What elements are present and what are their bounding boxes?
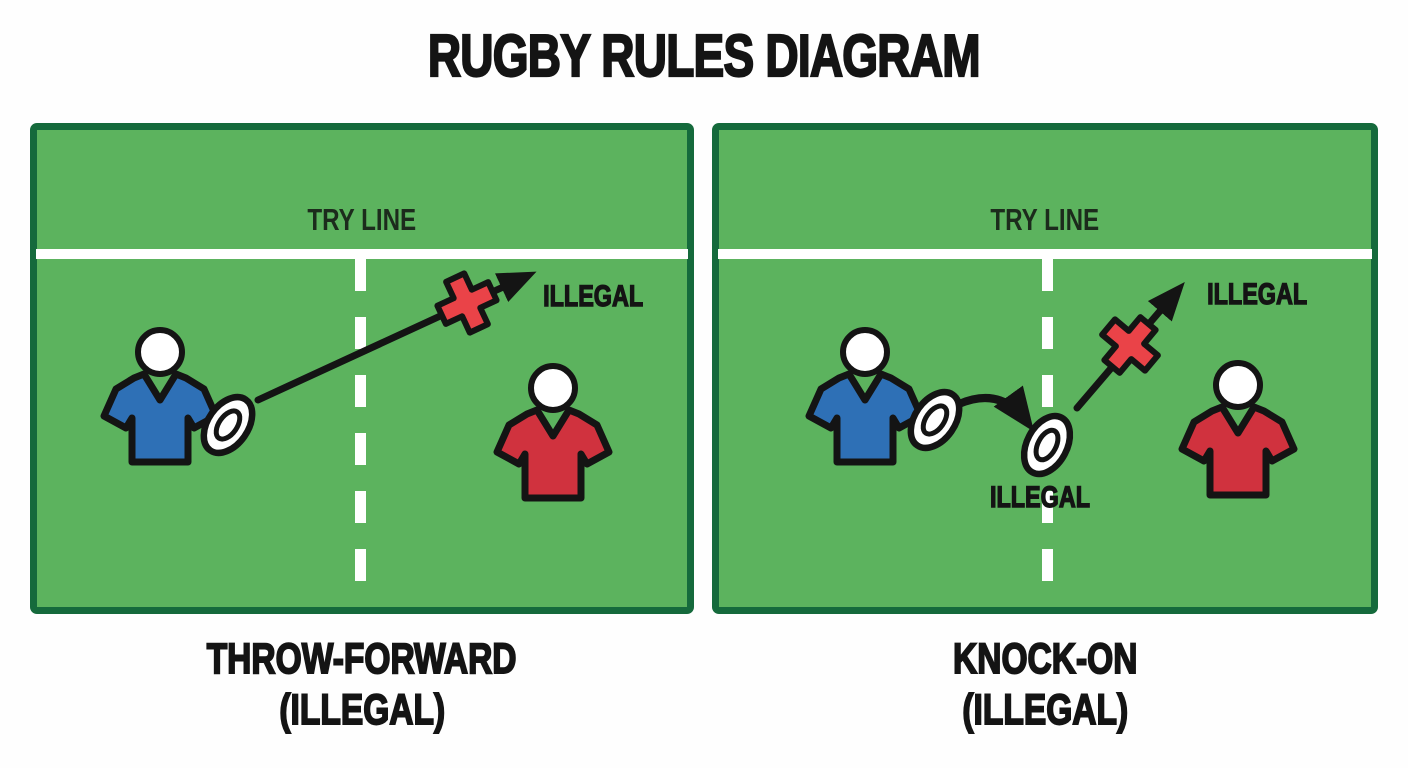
panel-throw-forward: TRY LINE bbox=[30, 123, 694, 614]
red-cross-icon bbox=[1099, 314, 1161, 376]
caption-knock-on: KNOCK-ON (ILLEGAL) bbox=[712, 634, 1378, 736]
blue-player-icon bbox=[805, 327, 925, 466]
player-head bbox=[840, 327, 890, 377]
panel-knock-on: TRY LINE bbox=[712, 123, 1378, 614]
page-title-text: RUGBY RULES DIAGRAM bbox=[427, 22, 981, 90]
try-line-label: TRY LINE bbox=[307, 202, 417, 237]
player-shirt bbox=[100, 370, 220, 466]
illegal-knock-label: ILLEGAL bbox=[989, 480, 1091, 514]
player-shirt bbox=[1178, 403, 1298, 499]
knock-on-scene bbox=[805, 282, 1298, 499]
red-player-icon bbox=[1178, 360, 1298, 499]
player-shirt bbox=[493, 406, 613, 502]
illegal-label: ILLEGAL bbox=[1207, 277, 1308, 311]
dropped-rugby-ball-icon bbox=[1020, 412, 1074, 478]
red-cross-icon bbox=[434, 270, 500, 336]
red-player-icon bbox=[493, 363, 613, 502]
rugby-ball-icon bbox=[907, 388, 963, 452]
player-head bbox=[1213, 360, 1263, 410]
try-line bbox=[36, 249, 688, 259]
player-head bbox=[135, 327, 185, 377]
rugby-ball-icon bbox=[200, 393, 256, 457]
caption-line-2: (ILLEGAL) bbox=[961, 685, 1128, 735]
caption-throw-forward: THROW-FORWARD (ILLEGAL) bbox=[30, 634, 694, 736]
illegal-label: ILLEGAL bbox=[543, 279, 644, 313]
player-head bbox=[528, 363, 578, 413]
blue-player-icon bbox=[100, 327, 220, 466]
knock-on-drop-arrow-icon bbox=[955, 385, 1035, 432]
halfway-dashed-line bbox=[355, 259, 366, 607]
throw-forward-scene bbox=[100, 270, 613, 502]
try-line bbox=[718, 249, 1372, 259]
caption-line-1: KNOCK-ON bbox=[952, 634, 1138, 684]
player-shirt bbox=[805, 370, 925, 466]
page-title: RUGBY RULES DIAGRAM bbox=[0, 22, 1408, 90]
caption-line-1: THROW-FORWARD bbox=[206, 634, 517, 684]
caption-line-2: (ILLEGAL) bbox=[278, 685, 445, 735]
try-line-label: TRY LINE bbox=[990, 202, 1100, 237]
